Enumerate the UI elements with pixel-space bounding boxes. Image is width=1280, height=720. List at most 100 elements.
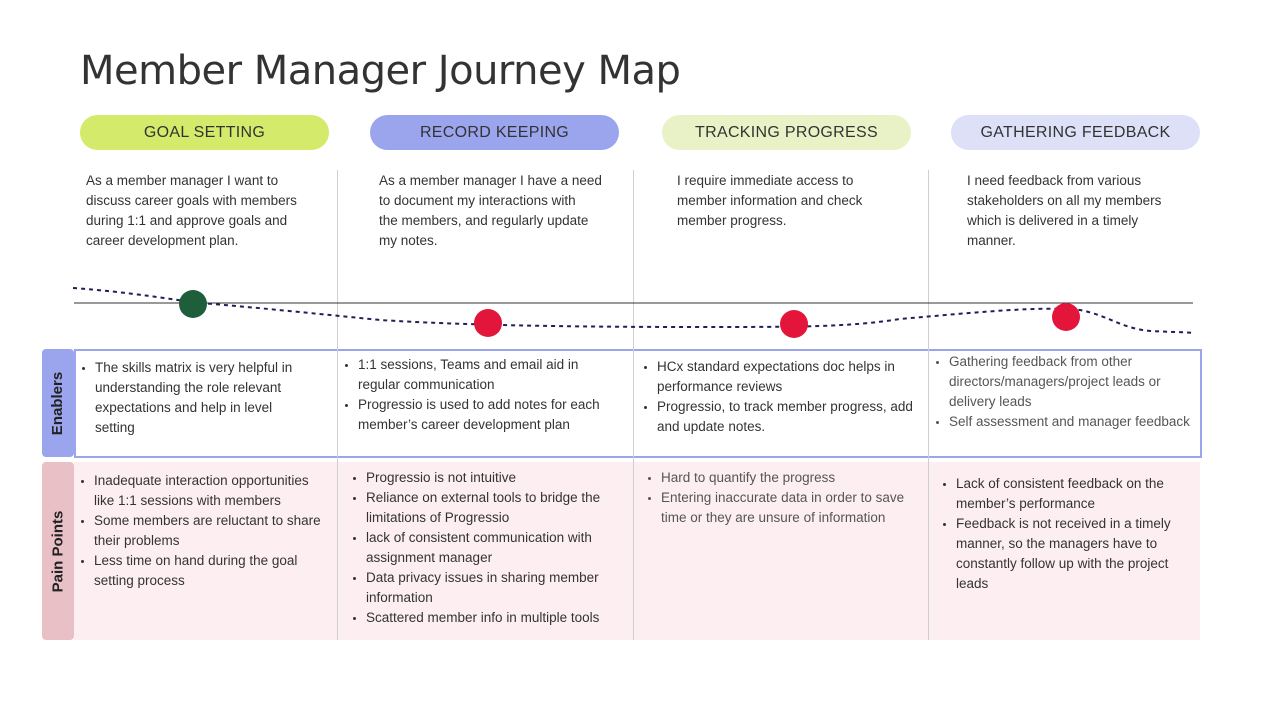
record-keeping-point <box>474 309 502 337</box>
description-line: the members, and regularly update <box>379 213 589 228</box>
item-line: Reliance on external tools to bridge the <box>366 490 601 505</box>
journey-curve <box>72 287 1194 338</box>
item-line: Entering inaccurate data in order to sav… <box>661 490 905 505</box>
enablers-label: Enablers <box>49 371 67 435</box>
pain-points-label: Pain Points <box>49 510 67 592</box>
list-item: Data privacy issues in sharing member in… <box>366 568 651 608</box>
description-line: discuss career goals with members <box>86 193 297 208</box>
list-item: Progressio is used to add notes for each… <box>358 395 648 435</box>
item-line: Gathering feedback from other <box>949 354 1133 369</box>
pain-points-row-label: Pain Points <box>42 462 74 640</box>
item-line: delivery leads <box>949 394 1032 409</box>
tracking-progress-point <box>780 310 808 338</box>
item-line: Less time on hand during the goal <box>94 553 298 568</box>
stage-label: GOAL SETTING <box>143 123 266 141</box>
item-line: understanding the role relevant <box>95 380 282 395</box>
column-divider <box>337 170 338 640</box>
list-item: Progressio is not intuitive <box>366 468 651 488</box>
stage-label: TRACKING PROGRESS <box>695 123 878 141</box>
item-line: constantly follow up with the project <box>956 556 1169 571</box>
list-item: Progressio, to track member progress, ad… <box>657 397 947 437</box>
pain-points-list: Progressio is not intuitive Reliance on … <box>346 468 651 628</box>
stage-record-keeping: RECORD KEEPING <box>370 115 619 150</box>
stage-goal-setting: GOAL SETTING <box>80 115 329 150</box>
item-line: time or they are unsure of information <box>661 510 886 525</box>
enablers-list: The skills matrix is very helpful in und… <box>75 358 345 438</box>
item-line: manner, so the managers have to <box>956 536 1158 551</box>
stage-description: I require immediate access to member inf… <box>677 171 862 231</box>
pain-points-list: Hard to quantify the progress Entering i… <box>641 468 946 528</box>
item-line: setting <box>95 420 135 435</box>
enablers-list: 1:1 sessions, Teams and email aid in reg… <box>338 355 648 435</box>
stage-tracking-progress: TRACKING PROGRESS <box>662 115 911 150</box>
item-line: limitations of Progressio <box>366 510 510 525</box>
item-line: member’s career development plan <box>358 417 570 432</box>
stage-gathering-feedback: GATHERING FEEDBACK <box>951 115 1200 150</box>
description-line: member information and check <box>677 193 863 208</box>
list-item: Entering inaccurate data in order to sav… <box>661 488 946 528</box>
list-item: Reliance on external tools to bridge the… <box>366 488 651 528</box>
item-line: Inadequate interaction opportunities <box>94 473 309 488</box>
item-line: assignment manager <box>366 550 493 565</box>
description-line: As a member manager I want to <box>86 173 279 188</box>
item-line: leads <box>956 576 989 591</box>
item-line: lack of consistent communication with <box>366 530 592 545</box>
gathering-feedback-point <box>1052 303 1080 331</box>
list-item: Self assessment and manager feedback <box>949 412 1219 432</box>
pain-points-list: Lack of consistent feedback on the membe… <box>936 474 1211 594</box>
item-line: regular communication <box>358 377 495 392</box>
description-line: which is delivered in a timely <box>967 213 1139 228</box>
item-line: Some members are reluctant to share <box>94 513 321 528</box>
item-line: and update notes. <box>657 419 766 434</box>
column-divider <box>928 170 929 640</box>
item-line: Data privacy issues in sharing member <box>366 570 599 585</box>
list-item: Feedback is not received in a timely man… <box>956 514 1211 594</box>
goal-setting-point <box>179 290 207 318</box>
stage-label: GATHERING FEEDBACK <box>980 123 1171 141</box>
item-line: information <box>366 590 433 605</box>
list-item: HCx standard expectations doc helps in p… <box>657 357 947 397</box>
enablers-list: HCx standard expectations doc helps in p… <box>637 357 947 437</box>
description-line: during 1:1 and approve goals and <box>86 213 288 228</box>
item-line: Progressio is used to add notes for each <box>358 397 600 412</box>
pain-points-band <box>74 462 1200 640</box>
description-line: I require immediate access to <box>677 173 854 188</box>
item-line: Progressio, to track member progress, ad… <box>657 399 913 414</box>
stage-description: As a member manager I want to discuss ca… <box>86 171 297 251</box>
stage-description: I need feedback from various stakeholder… <box>967 171 1161 251</box>
item-line: Progressio is not intuitive <box>366 470 517 485</box>
item-line: The skills matrix is very helpful in <box>95 360 293 375</box>
item-line: Hard to quantify the progress <box>661 470 836 485</box>
item-line: performance reviews <box>657 379 783 394</box>
item-line: Self assessment and manager feedback <box>949 414 1190 429</box>
list-item: Some members are reluctant to share thei… <box>94 511 354 551</box>
list-item: Inadequate interaction opportunities lik… <box>94 471 354 511</box>
column-divider <box>633 170 634 640</box>
list-item: The skills matrix is very helpful in und… <box>95 358 345 438</box>
list-item: Less time on hand during the goal settin… <box>94 551 354 591</box>
enablers-row-label: Enablers <box>42 349 74 457</box>
journey-line <box>72 287 1194 334</box>
list-item: Gathering feedback from other directors/… <box>949 352 1219 412</box>
item-line: 1:1 sessions, Teams and email aid in <box>358 357 579 372</box>
enablers-band <box>74 349 1202 458</box>
item-line: their problems <box>94 533 180 548</box>
description-line: member progress. <box>677 213 787 228</box>
item-line: setting process <box>94 573 185 588</box>
description-line: manner. <box>967 233 1016 248</box>
item-line: member’s performance <box>956 496 1096 511</box>
stage-label: RECORD KEEPING <box>419 123 570 141</box>
description-line: stakeholders on all my members <box>967 193 1162 208</box>
page-title: Member Manager Journey Map <box>80 48 681 94</box>
item-line: expectations and help in level <box>95 400 273 415</box>
list-item: Scattered member info in multiple tools <box>366 608 651 628</box>
item-line: Scattered member info in multiple tools <box>366 610 600 625</box>
item-line: directors/managers/project leads or <box>949 374 1161 389</box>
item-line: Lack of consistent feedback on the <box>956 476 1164 491</box>
description-line: career development plan. <box>86 233 239 248</box>
item-line: Feedback is not received in a timely <box>956 516 1171 531</box>
item-line: like 1:1 sessions with members <box>94 493 281 508</box>
description-line: As a member manager I have a need <box>379 173 602 188</box>
description-line: my notes. <box>379 233 438 248</box>
list-item: 1:1 sessions, Teams and email aid in reg… <box>358 355 648 395</box>
